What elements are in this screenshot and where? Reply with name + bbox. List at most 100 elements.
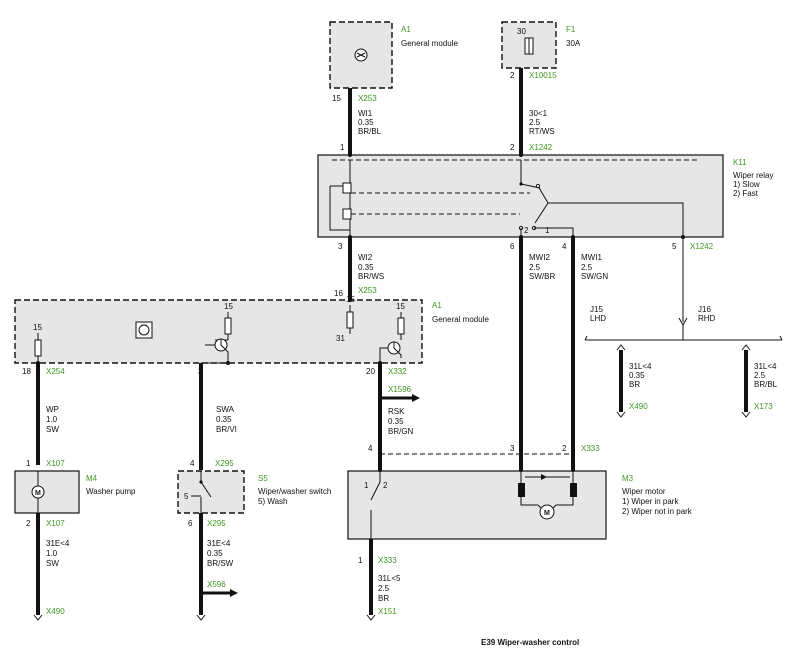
a1-top-ref: A1: [401, 25, 411, 34]
lhd-ground: X490: [629, 402, 648, 411]
ground-branch: J15 LHD J16 RHD 31L<4 0.35 BR X490 31L<4…: [584, 237, 783, 418]
m4gnd-size: 1.0: [46, 549, 58, 558]
wi2-size: 0.35: [358, 263, 374, 272]
m3-sw2: 2: [383, 481, 388, 490]
s5-pin-side: 5: [184, 492, 189, 501]
m3gnd-conn: X333: [378, 556, 397, 565]
motor-icon-2: [539, 504, 555, 520]
brush-icon-2: [570, 483, 577, 497]
w30-code: 30<1: [529, 109, 548, 118]
k11-wiper-relay: 1 2 X1242 K11 Wiper relay 1) Slow 2) Fas…: [317, 143, 773, 251]
swa-color: BR/VI: [216, 425, 237, 434]
s5-pin-bottom: 6: [188, 519, 193, 528]
wp-conn: X254: [46, 367, 65, 376]
a1-pull-4: 15: [396, 302, 405, 311]
lhd-size: 0.35: [629, 371, 645, 380]
m3-mode1: 1) Wiper in park: [622, 497, 679, 506]
f1-ref: F1: [566, 25, 576, 34]
m3gnd-pin: 1: [358, 556, 363, 565]
k11-conn-top: X1242: [529, 143, 553, 152]
k11-pin-3: 3: [338, 242, 343, 251]
m3-mode2: 2) Wiper not in park: [622, 507, 693, 516]
f1-connector: X10015: [529, 71, 557, 80]
m4-name: Washer pump: [86, 487, 136, 496]
k11-pin-top-left: 1: [340, 143, 345, 152]
k11-conn-right: X1242: [690, 242, 714, 251]
s5-wiper-switch: 4 X295 5 S5 Wiper/washer switch 5) Wash …: [177, 459, 331, 528]
s5-conn-top: X295: [215, 459, 234, 468]
m4gnd-ground: X490: [46, 607, 65, 616]
mwi2-color: SW/BR: [529, 272, 555, 281]
s5-ref: S5: [258, 474, 268, 483]
rsk-code: RSK: [388, 407, 405, 416]
wp-pin: 18: [22, 367, 31, 376]
rsk-pin: 20: [366, 367, 375, 376]
wp-code: WP: [46, 405, 59, 414]
k11-switch-pos1: 1: [545, 226, 550, 235]
wi1-code: WI1: [358, 109, 373, 118]
lhd-color: BR: [629, 380, 640, 389]
k11-switch-pos2: 2: [524, 226, 529, 235]
rsk-branch: X1596: [388, 385, 412, 394]
m3-conn: X333: [581, 444, 600, 453]
j16-ref: J16: [698, 305, 711, 314]
mwi1-size: 2.5: [581, 263, 593, 272]
m4-pin-top: 1: [26, 459, 31, 468]
brush-icon: [518, 483, 525, 497]
m3gnd-ground: X151: [378, 607, 397, 616]
mwi1-color: SW/GN: [581, 272, 608, 281]
m3gnd-color: BR: [378, 594, 389, 603]
wi1-color: BR/BL: [358, 127, 382, 136]
s5out-code: 31E<4: [207, 539, 231, 548]
f1-rating: 30A: [566, 39, 581, 48]
wi1-conn: X253: [358, 94, 377, 103]
wi1-pin: 15: [332, 94, 341, 103]
j15-label: LHD: [590, 314, 606, 323]
f1-pin-top: 30: [517, 27, 526, 36]
m3-wiper-motor: 4 3 2 X333 M3 Wiper motor 1) Wiper in pa…: [347, 444, 693, 540]
wi2-code: WI2: [358, 253, 373, 262]
s5out-dest: X596: [207, 580, 226, 589]
f1-pin-bottom: 2: [510, 71, 515, 80]
mwi1-code: MWI1: [581, 253, 602, 262]
wp-size: 1.0: [46, 415, 58, 424]
m3-pins: [378, 468, 575, 472]
s5-name: Wiper/washer switch: [258, 487, 331, 496]
m3gnd-code: 31L<5: [378, 574, 401, 583]
wi2-color: BR/WS: [358, 272, 384, 281]
a1-pull-1: 15: [33, 323, 42, 332]
swa-pin: 3: [198, 367, 203, 376]
m3-ref: M3: [622, 474, 634, 483]
a1-top-name: General module: [401, 39, 458, 48]
s5-conn-bottom: X295: [207, 519, 226, 528]
k11-mode1: 1) Slow: [733, 180, 760, 189]
s5-pin-top: 4: [190, 459, 195, 468]
a1-pull-2: 15: [224, 302, 233, 311]
rhd-size: 2.5: [754, 371, 766, 380]
swa-code: SWA: [216, 405, 235, 414]
rsk-size: 0.35: [388, 417, 404, 426]
mwi2-size: 2.5: [529, 263, 541, 272]
wi1-size: 0.35: [358, 118, 374, 127]
k11-pin-6: 6: [510, 242, 515, 251]
switch-icon: [191, 471, 212, 513]
svg-text:M: M: [35, 490, 41, 497]
relay-coil-icon-2: [342, 208, 352, 220]
w30-size: 2.5: [529, 118, 541, 127]
w30-color: RT/WS: [529, 127, 555, 136]
k11-ref: K11: [733, 158, 747, 167]
f1-fuse: 30 F1 30A 2 X10015: [501, 21, 581, 80]
a1-pin-31: 31: [336, 334, 345, 343]
rsk-color: BR/GN: [388, 427, 414, 436]
m4-washer-pump: M 1 X107 M4 Washer pump 2 X107: [14, 459, 136, 528]
m4-conn-top: X107: [46, 459, 65, 468]
s5out-size: 0.35: [207, 549, 223, 558]
lhd-code: 31L<4: [629, 362, 652, 371]
k11-name: Wiper relay: [733, 171, 773, 180]
wi2-conn: X253: [358, 286, 377, 295]
relay-coil-icon: [342, 182, 352, 194]
wp-color: SW: [46, 425, 59, 434]
ground-icon: [33, 614, 43, 621]
m4gnd-code: 31E<4: [46, 539, 70, 548]
